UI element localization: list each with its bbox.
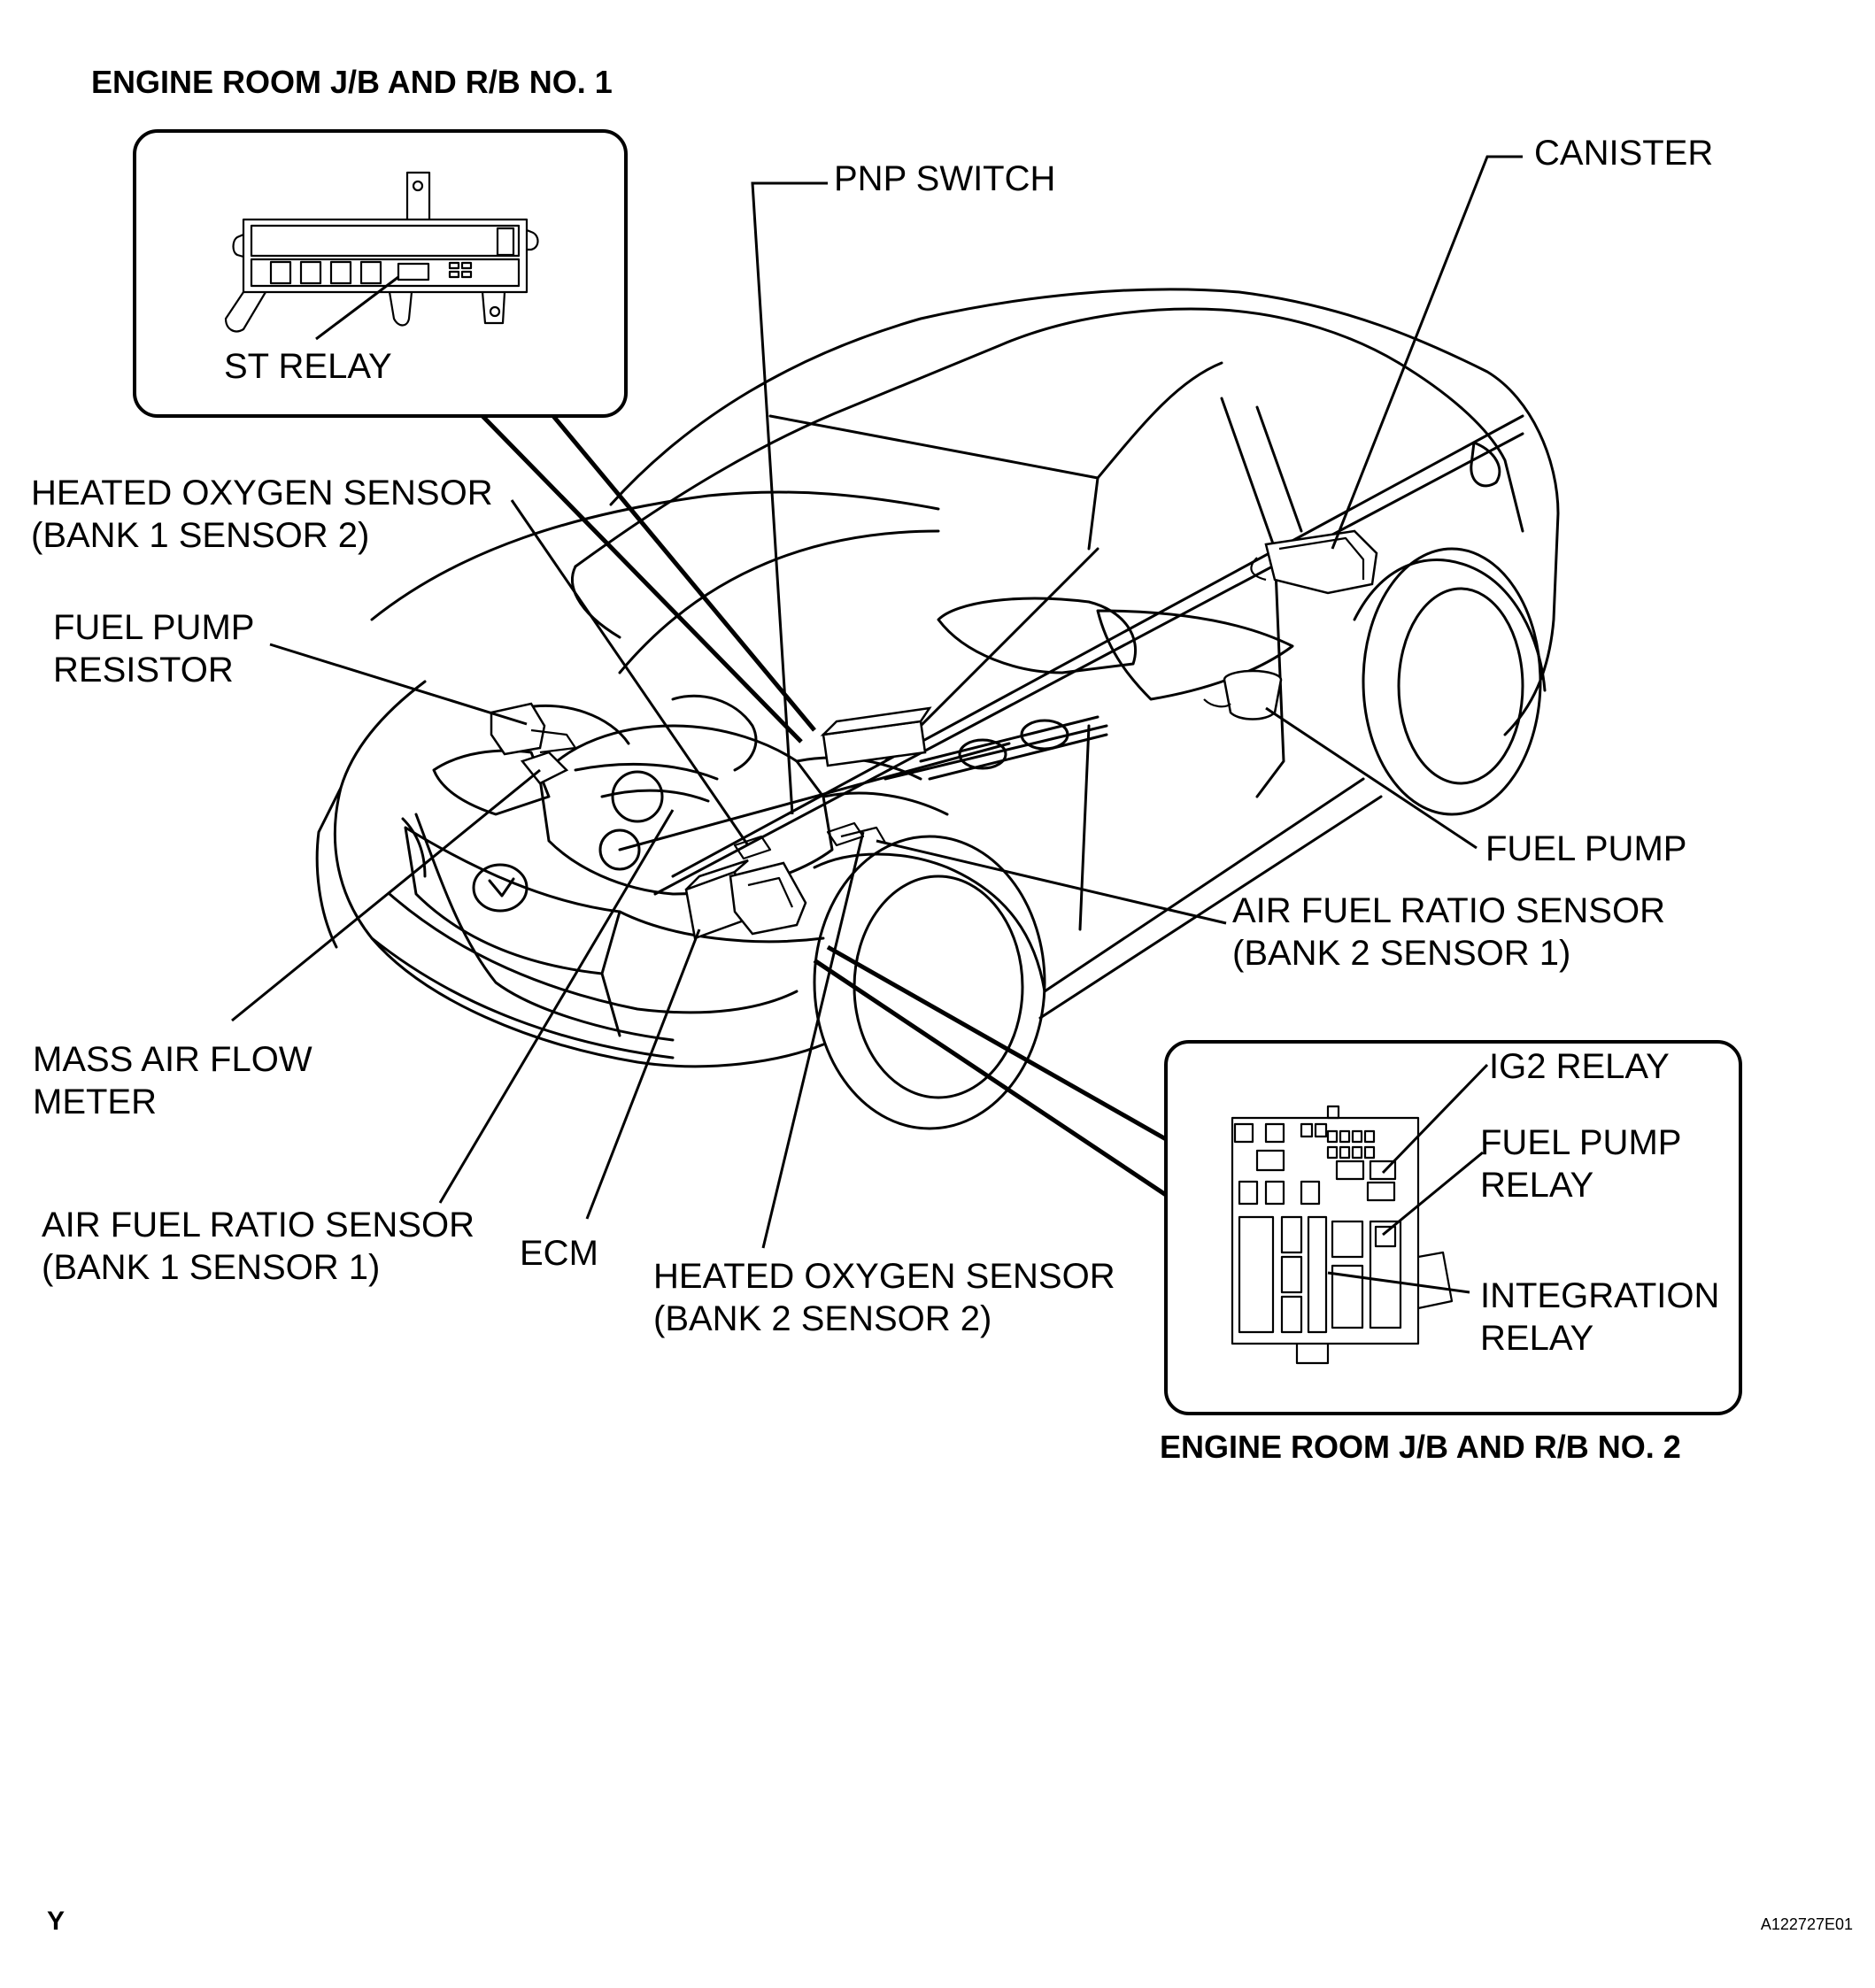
footer-left-mark: Y <box>47 1907 65 1936</box>
jb1-inset <box>133 129 628 418</box>
fuel-pump-resistor-label-line2: RESISTOR <box>53 651 234 690</box>
integration-relay-label-line2: RELAY <box>1480 1319 1593 1358</box>
maf-label-line1: MASS AIR FLOW <box>33 1040 312 1079</box>
maf-label-line2: METER <box>33 1083 157 1121</box>
figure-id: A122727E01 <box>1761 1915 1853 1933</box>
afs-b1s1-label-line2: (BANK 1 SENSOR 1) <box>42 1248 380 1287</box>
jb2-inset-frame <box>1164 1040 1742 1415</box>
afs-b2s1-label-line1: AIR FUEL RATIO SENSOR <box>1232 891 1665 930</box>
ho2s-b2s2-label-line1: HEATED OXYGEN SENSOR <box>653 1257 1115 1296</box>
jb1-relay-block-drawing <box>224 171 539 333</box>
fuel-pump-resistor-label-line1: FUEL PUMP <box>53 608 254 647</box>
canister-label: CANISTER <box>1534 134 1713 173</box>
fuel-pump-label: FUEL PUMP <box>1485 829 1686 868</box>
fuel-pump-relay-label-line1: FUEL PUMP <box>1480 1123 1681 1162</box>
ho2s-b1s2-label-line1: HEATED OXYGEN SENSOR <box>31 474 493 512</box>
components <box>490 529 1378 940</box>
car-illustration <box>315 288 1560 1130</box>
st-relay-label: ST RELAY <box>224 347 392 386</box>
integration-relay-label-line1: INTEGRATION <box>1480 1276 1719 1315</box>
ig2-relay-label: IG2 RELAY <box>1489 1047 1670 1086</box>
jb2-relay-block-drawing <box>1231 1105 1454 1365</box>
canister-part <box>1264 529 1378 595</box>
jb2-inset <box>1164 1040 1742 1415</box>
afs-b2s1-label-line2: (BANK 2 SENSOR 1) <box>1232 934 1570 973</box>
labels: ENGINE ROOM J/B AND R/B NO. 1 ST RELAY P… <box>31 64 1853 1936</box>
leader-lines <box>231 155 1523 1249</box>
jb1-header: ENGINE ROOM J/B AND R/B NO. 1 <box>91 64 613 100</box>
pnp-switch-label: PNP SWITCH <box>834 159 1055 198</box>
ecm-label: ECM <box>520 1234 598 1273</box>
jb2-part <box>729 861 807 936</box>
afs-b1s1-label-line1: AIR FUEL RATIO SENSOR <box>42 1206 475 1244</box>
ho2s-b1s2-label-line2: (BANK 1 SENSOR 2) <box>31 516 369 555</box>
jb2-header: ENGINE ROOM J/B AND R/B NO. 2 <box>1160 1429 1681 1465</box>
ho2s-b2s2-label-line2: (BANK 2 SENSOR 2) <box>653 1299 992 1338</box>
fuel-pump-relay-label-line2: RELAY <box>1480 1166 1593 1205</box>
fuel-pump-resistor-part <box>490 702 546 756</box>
